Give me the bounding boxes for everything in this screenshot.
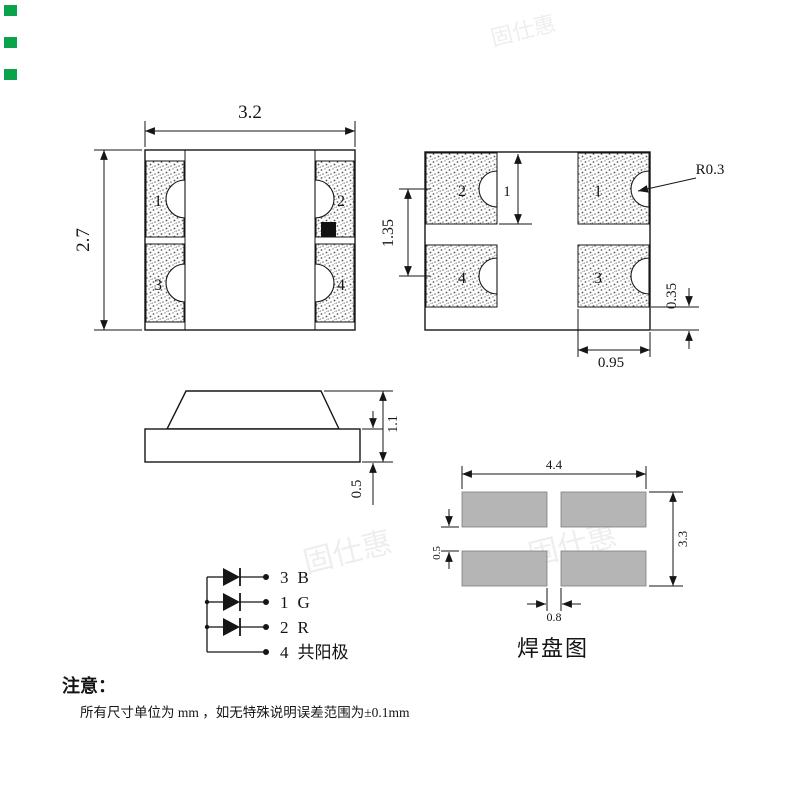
dim-col-gap-label: 0.8 — [547, 610, 562, 624]
corner-marks — [4, 5, 17, 80]
green-mark — [4, 37, 17, 48]
castellation-notch — [478, 170, 498, 208]
note-title: 注意： — [62, 675, 116, 696]
dim-row-gap-label: 0.5 — [431, 546, 443, 560]
green-mark — [4, 5, 17, 16]
castellation-notch — [314, 263, 335, 303]
terminal-dot — [263, 649, 269, 655]
green-mark — [4, 69, 17, 80]
castellation-notch — [314, 179, 335, 219]
terminal-dot — [263, 599, 269, 605]
dim-notch-radius-label: R0.3 — [696, 162, 725, 178]
dim-pad-width-label: 0.95 — [598, 355, 624, 371]
pad-layout-drawing: 4.4 3.3 0.5 0.8 焊盘图 — [431, 457, 690, 661]
pin-number: 2 — [337, 193, 345, 210]
led-diode-symbol — [223, 618, 240, 636]
top-view-drawing: 1 2 3 4 3.2 2.7 — [73, 102, 356, 331]
pad-layout-title: 焊盘图 — [517, 636, 589, 661]
dim-total-height-label: 1.1 — [386, 415, 401, 433]
bottom-view-drawing: 2 1 4 3 1 1.35 R0.3 0.35 0.95 — [380, 151, 725, 371]
terminal-dot — [263, 574, 269, 580]
led-diode-symbol — [223, 593, 240, 611]
pin-number: 3 — [154, 277, 162, 294]
watermark-text: 固仕惠 — [488, 11, 558, 51]
watermark-text: 固仕惠 — [300, 526, 395, 580]
dim-base-height-label: 0.5 — [349, 480, 365, 499]
polarity-mark — [321, 222, 336, 237]
castellation-notch — [165, 179, 186, 219]
dim-layout-width-label: 4.4 — [546, 457, 563, 472]
castellation-notch — [165, 263, 186, 303]
castellation-notch — [630, 257, 650, 295]
note-section: 注意： 所有尺寸单位为 mm ，如无特殊说明误差范围为±0.1mm — [62, 675, 410, 720]
package-base — [144, 428, 361, 463]
dim-pad-height-label: 1 — [503, 184, 511, 200]
dim-width-label: 3.2 — [238, 102, 262, 123]
pin-number: 4 — [458, 270, 466, 287]
led-diode-symbol — [223, 568, 240, 586]
terminal-dot — [263, 624, 269, 630]
pin-number: 1 — [594, 183, 602, 200]
dim-bottom-margin-label: 0.35 — [664, 283, 680, 309]
dim-layout-height-label: 3.3 — [675, 531, 690, 547]
solder-pad — [560, 550, 647, 587]
lens-dome — [165, 390, 341, 430]
pin-number: 1 — [154, 193, 162, 210]
pin-number: 4 — [337, 277, 345, 294]
solder-pad — [461, 550, 548, 587]
castellation-notch — [478, 257, 498, 295]
pin-number: 2 — [458, 183, 466, 200]
side-view-drawing: 1.1 0.5 — [144, 390, 401, 505]
pin-number: 3 — [594, 270, 602, 287]
note-body: 所有尺寸单位为 mm ，如无特殊说明误差范围为±0.1mm — [80, 705, 410, 720]
dim-row-pitch-label: 1.35 — [380, 219, 397, 247]
solder-pad — [560, 491, 647, 528]
solder-pad — [461, 491, 548, 528]
dim-height-label: 2.7 — [73, 228, 94, 252]
